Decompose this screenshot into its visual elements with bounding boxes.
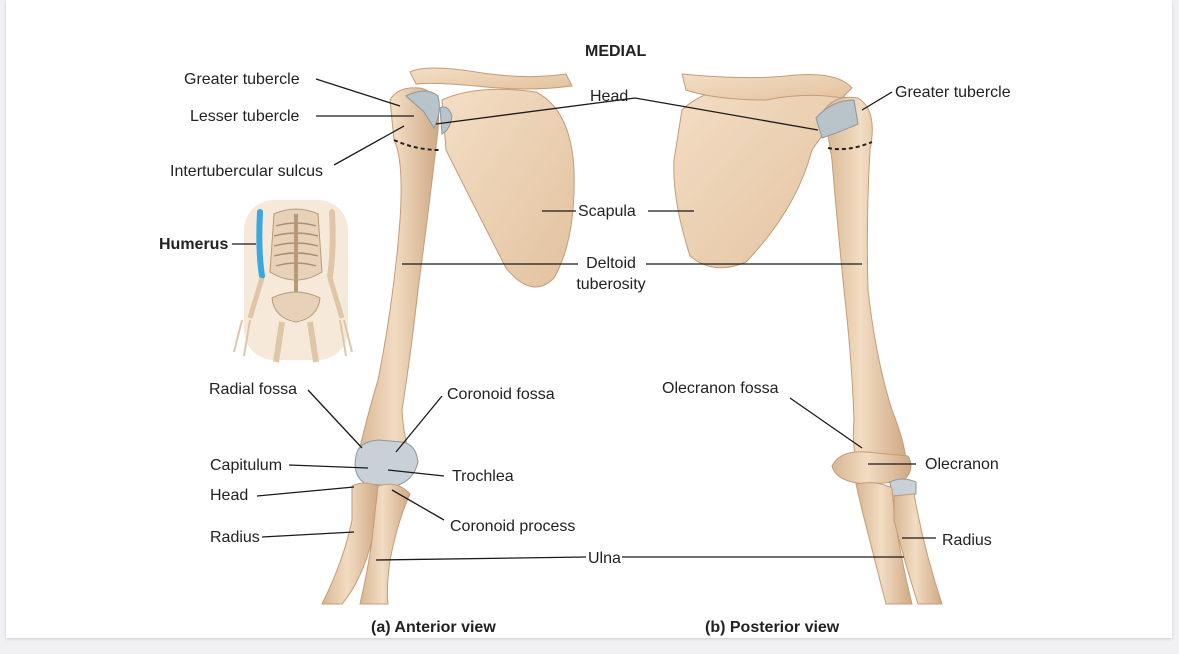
radius-head-posterior bbox=[889, 478, 917, 497]
figure-frame: MEDIAL Greater tubercle Lesser tubercle … bbox=[6, 0, 1172, 638]
acromion-posterior bbox=[681, 73, 853, 101]
radius-anterior bbox=[321, 482, 379, 605]
label-radial-fossa: Radial fossa bbox=[209, 381, 298, 398]
scapula-anterior bbox=[441, 88, 575, 288]
label-inset-humerus: Humerus bbox=[159, 236, 229, 253]
caption-posterior-view: (b) Posterior view bbox=[705, 619, 840, 636]
clavicle-anterior bbox=[409, 67, 573, 90]
inset-humerus-highlight bbox=[256, 209, 265, 279]
label-trochlea: Trochlea bbox=[452, 468, 514, 485]
heading-medial: MEDIAL bbox=[585, 43, 647, 60]
label-coronoid-fossa: Coronoid fossa bbox=[447, 386, 555, 403]
humeral-head-cartilage-posterior bbox=[815, 99, 859, 139]
ulna-posterior bbox=[855, 482, 913, 605]
label-intertubercular-sulcus: Intertubercular sulcus bbox=[170, 163, 323, 180]
label-capitulum: Capitulum bbox=[210, 457, 283, 474]
label-olecranon-fossa: Olecranon fossa bbox=[662, 380, 779, 397]
label-deltoid-tuberosity: Deltoid tuberosity bbox=[572, 255, 650, 294]
humerus-anterior bbox=[357, 87, 440, 457]
radius-posterior bbox=[893, 493, 943, 605]
label-coronoid-process: Coronoid process bbox=[450, 518, 576, 535]
posterior-view bbox=[673, 73, 943, 605]
label-greater-tubercle-anterior: Greater tubercle bbox=[184, 71, 300, 88]
glenoid-cartilage-anterior bbox=[439, 106, 453, 135]
label-lesser-tubercle: Lesser tubercle bbox=[190, 108, 300, 125]
leader-lines bbox=[232, 78, 936, 561]
label-deltoid-line1: Deltoid bbox=[586, 255, 636, 272]
label-deltoid-line2: tuberosity bbox=[576, 276, 646, 293]
label-ulna: Ulna bbox=[588, 550, 621, 567]
label-head-radius: Head bbox=[210, 487, 249, 504]
anterior-view bbox=[321, 67, 575, 605]
label-radius-anterior: Radius bbox=[210, 529, 260, 546]
label-head-humerus: Head bbox=[590, 88, 629, 105]
humeral-head-cartilage-anterior bbox=[405, 90, 440, 130]
caption-anterior-view: (a) Anterior view bbox=[371, 619, 496, 636]
label-radius-posterior: Radius bbox=[942, 532, 992, 549]
label-scapula: Scapula bbox=[578, 203, 636, 220]
distal-humerus-anterior bbox=[354, 439, 419, 487]
label-greater-tubercle-posterior: Greater tubercle bbox=[895, 84, 1011, 101]
humerus-posterior bbox=[823, 96, 907, 463]
inset-skeleton bbox=[233, 200, 353, 363]
humerus-illustration bbox=[232, 67, 943, 605]
olecranon-posterior bbox=[831, 451, 912, 485]
label-olecranon: Olecranon bbox=[925, 456, 999, 473]
